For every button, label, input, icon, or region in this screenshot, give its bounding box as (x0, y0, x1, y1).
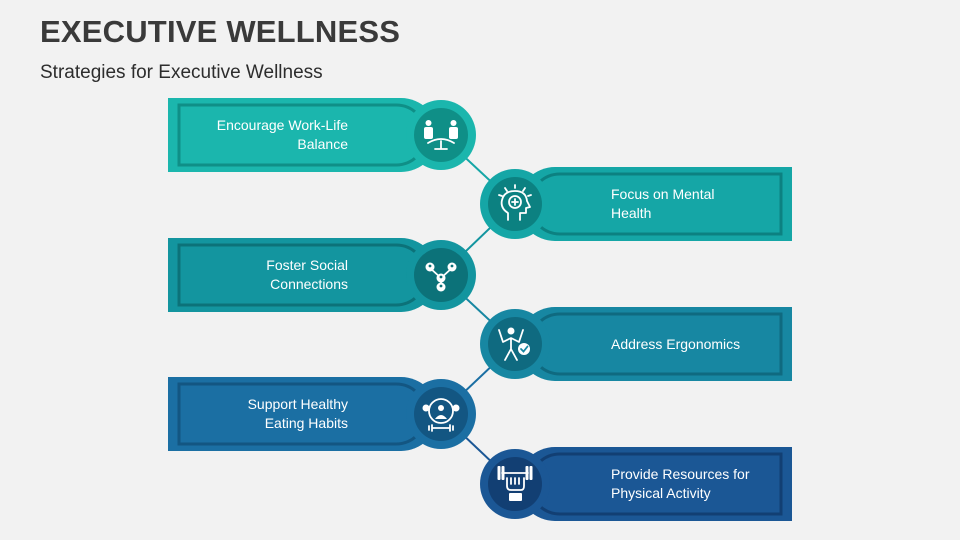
strategy-label: Focus on Mental Health (611, 174, 781, 234)
strategy-item (168, 238, 476, 312)
dumbbell-hand-icon (497, 466, 533, 501)
strategy-label-text: Encourage Work-Life Balance (216, 117, 348, 152)
icon-circle-inner (488, 317, 542, 371)
strategy-label-text: Focus on Mental Health (611, 186, 715, 221)
scales-balance-icon (424, 120, 458, 150)
strategy-label: Foster Social Connections (185, 245, 348, 305)
strategy-label: Address Ergonomics (611, 314, 781, 374)
icon-circle-inner (414, 387, 468, 441)
page-title: EXECUTIVE WELLNESS (40, 14, 401, 49)
strategy-label-text: Foster Social Connections (266, 257, 348, 292)
strategy-label-text: Support Healthy Eating Habits (247, 396, 348, 431)
strategy-label: Support Healthy Eating Habits (185, 384, 348, 444)
strategy-label: Provide Resources for Physical Activity (611, 454, 781, 514)
healthy-eating-icon (422, 398, 460, 432)
page-subtitle: Strategies for Executive Wellness (40, 62, 323, 83)
strategy-item (168, 377, 476, 451)
ergonomic-person-icon (498, 327, 530, 361)
people-network-icon (425, 262, 457, 292)
strategy-item (480, 167, 792, 241)
strategy-item (480, 447, 792, 521)
strategy-label-text: Address Ergonomics (611, 335, 741, 352)
icon-circle-inner (414, 108, 468, 162)
strategy-label: Encourage Work-Life Balance (185, 105, 348, 165)
head-mind-icon (498, 184, 532, 221)
strategy-label-text: Provide Resources for Physical Activity (611, 466, 750, 501)
strategy-item (480, 307, 792, 381)
strategy-item (168, 98, 476, 172)
